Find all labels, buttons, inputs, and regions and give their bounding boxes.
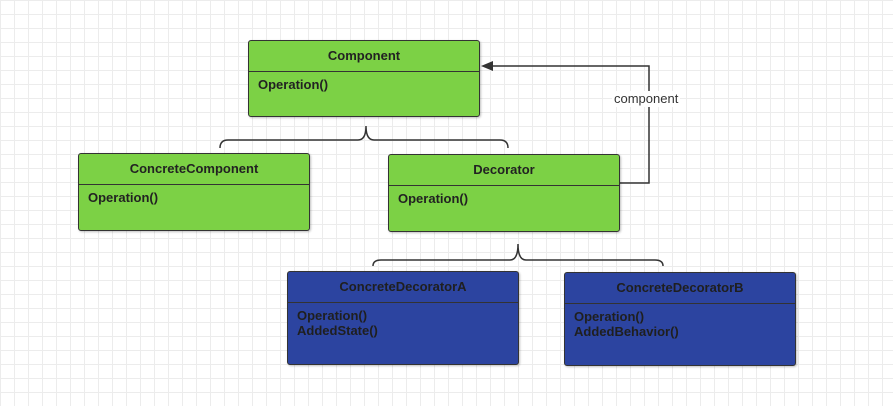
class-component-name: Component <box>249 41 479 72</box>
association-label: component <box>612 91 681 107</box>
class-component[interactable]: Component Operation() <box>248 40 480 117</box>
inheritance-brace-component <box>219 125 509 149</box>
class-concrete-decorator-b[interactable]: ConcreteDecoratorB Operation() AddedBeha… <box>564 272 796 366</box>
class-concrete-decorator-b-operations: Operation() AddedBehavior() <box>565 304 795 344</box>
class-decorator-operations: Operation() <box>389 186 619 211</box>
class-concrete-decorator-a-operations: Operation() AddedState() <box>288 303 518 343</box>
association-line <box>492 65 650 184</box>
class-concrete-component-name: ConcreteComponent <box>79 154 309 185</box>
class-concrete-decorator-a-name: ConcreteDecoratorA <box>288 272 518 303</box>
class-concrete-component[interactable]: ConcreteComponent Operation() <box>78 153 310 231</box>
operation: Operation() <box>574 309 645 324</box>
operation: AddedBehavior() <box>574 324 679 339</box>
class-concrete-decorator-b-name: ConcreteDecoratorB <box>565 273 795 304</box>
operation: Operation() <box>88 190 159 205</box>
association-arrowhead <box>481 61 493 71</box>
class-concrete-decorator-a[interactable]: ConcreteDecoratorA Operation() AddedStat… <box>287 271 519 365</box>
class-decorator-name: Decorator <box>389 155 619 186</box>
operation: Operation() <box>258 77 329 92</box>
class-decorator[interactable]: Decorator Operation() <box>388 154 620 232</box>
operation: Operation() <box>398 191 469 206</box>
class-component-operations: Operation() <box>249 72 479 97</box>
class-concrete-component-operations: Operation() <box>79 185 309 210</box>
operation: Operation() <box>297 308 368 323</box>
operation: AddedState() <box>297 323 378 338</box>
inheritance-brace-decorator <box>372 243 664 267</box>
